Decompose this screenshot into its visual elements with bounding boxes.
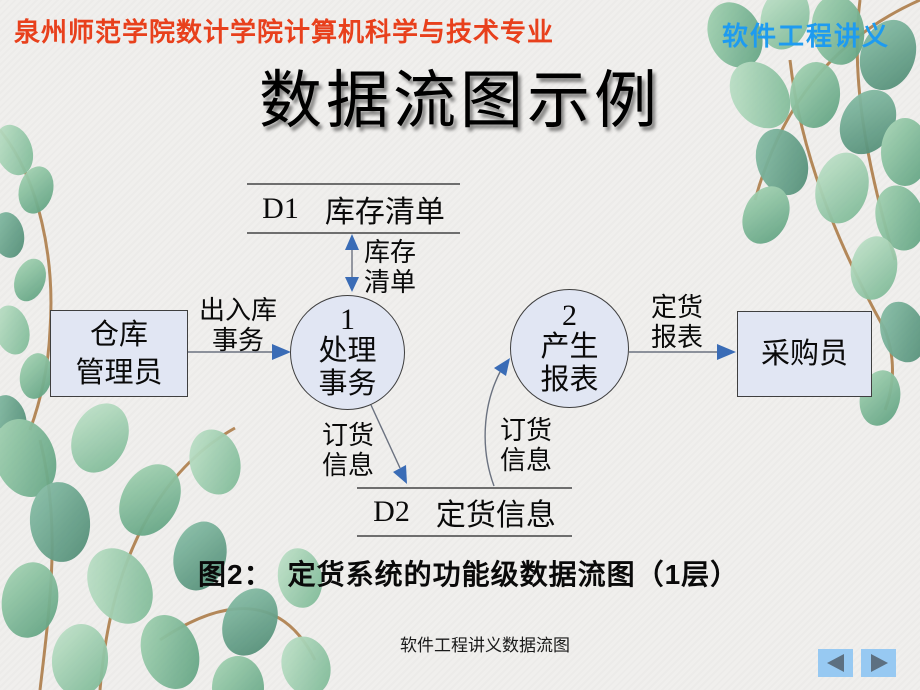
flow-label-order-left-line1: 订货 xyxy=(321,421,374,450)
flow-label-report-line1: 定货 xyxy=(650,293,703,322)
process-2-bubble: 2 产生 报表 xyxy=(510,289,629,408)
figure-caption: 图2： 定货系统的功能级数据流图（1层） xyxy=(198,559,740,590)
left-triangle-icon xyxy=(826,654,844,672)
process-2-number: 2 xyxy=(562,298,577,332)
flow-label-report-line2: 报表 xyxy=(650,323,703,352)
prev-slide-button[interactable] xyxy=(818,649,853,677)
flow-label-inout-line1: 出入库 xyxy=(198,296,277,325)
flow-label-stock-line1: 库存 xyxy=(363,238,416,267)
right-triangle-icon xyxy=(870,654,888,672)
flow-label-stock: 库存 清单 xyxy=(360,238,420,298)
flow-label-order-right-line2: 信息 xyxy=(499,446,552,475)
flow-label-stock-line2: 清单 xyxy=(363,268,416,297)
entity-warehouse-manager-line2: 管理员 xyxy=(75,356,163,389)
process-2-line1: 产生 xyxy=(540,330,599,363)
flow-label-order-right-line1: 订货 xyxy=(499,416,552,445)
process-1-number: 1 xyxy=(340,302,355,336)
flow-label-order-left: 订货 信息 xyxy=(310,421,386,481)
flow-label-inout: 出入库 事务 xyxy=(196,296,280,356)
flow-label-order-right: 订货 信息 xyxy=(494,416,558,476)
next-slide-button[interactable] xyxy=(861,649,896,677)
data-store-d2-id: D2 xyxy=(373,495,410,528)
flow-label-report: 定货 报表 xyxy=(643,293,711,353)
slide-navigation xyxy=(818,649,896,677)
header-course-text: 软件工程讲义 xyxy=(721,22,890,51)
data-store-d2: D2 定货信息 xyxy=(357,487,572,537)
process-1-line2: 事务 xyxy=(318,367,377,400)
footer-text: 软件工程讲义数据流图 xyxy=(400,636,570,655)
data-store-d2-name: 定货信息 xyxy=(435,499,556,532)
process-1-bubble: 1 处理 事务 xyxy=(290,295,405,410)
data-store-d1-id: D1 xyxy=(262,191,299,225)
data-store-d1-name: 库存清单 xyxy=(324,195,445,229)
header-school-text: 泉州师范学院数计学院计算机科学与技术专业 xyxy=(14,18,555,47)
entity-warehouse-manager-line1: 仓库 xyxy=(89,318,148,351)
entity-warehouse-manager: 仓库 管理员 xyxy=(50,310,188,397)
flow-label-inout-line2: 事务 xyxy=(211,326,264,355)
entity-purchaser-line1: 采购员 xyxy=(760,338,848,370)
process-1-line1: 处理 xyxy=(318,334,377,367)
process-2-line2: 报表 xyxy=(540,363,599,396)
entity-purchaser: 采购员 xyxy=(737,311,872,397)
data-store-d1: D1 库存清单 xyxy=(247,183,460,234)
slide-title: 数据流图示例 xyxy=(259,66,661,136)
flow-label-order-left-line2: 信息 xyxy=(321,451,374,480)
